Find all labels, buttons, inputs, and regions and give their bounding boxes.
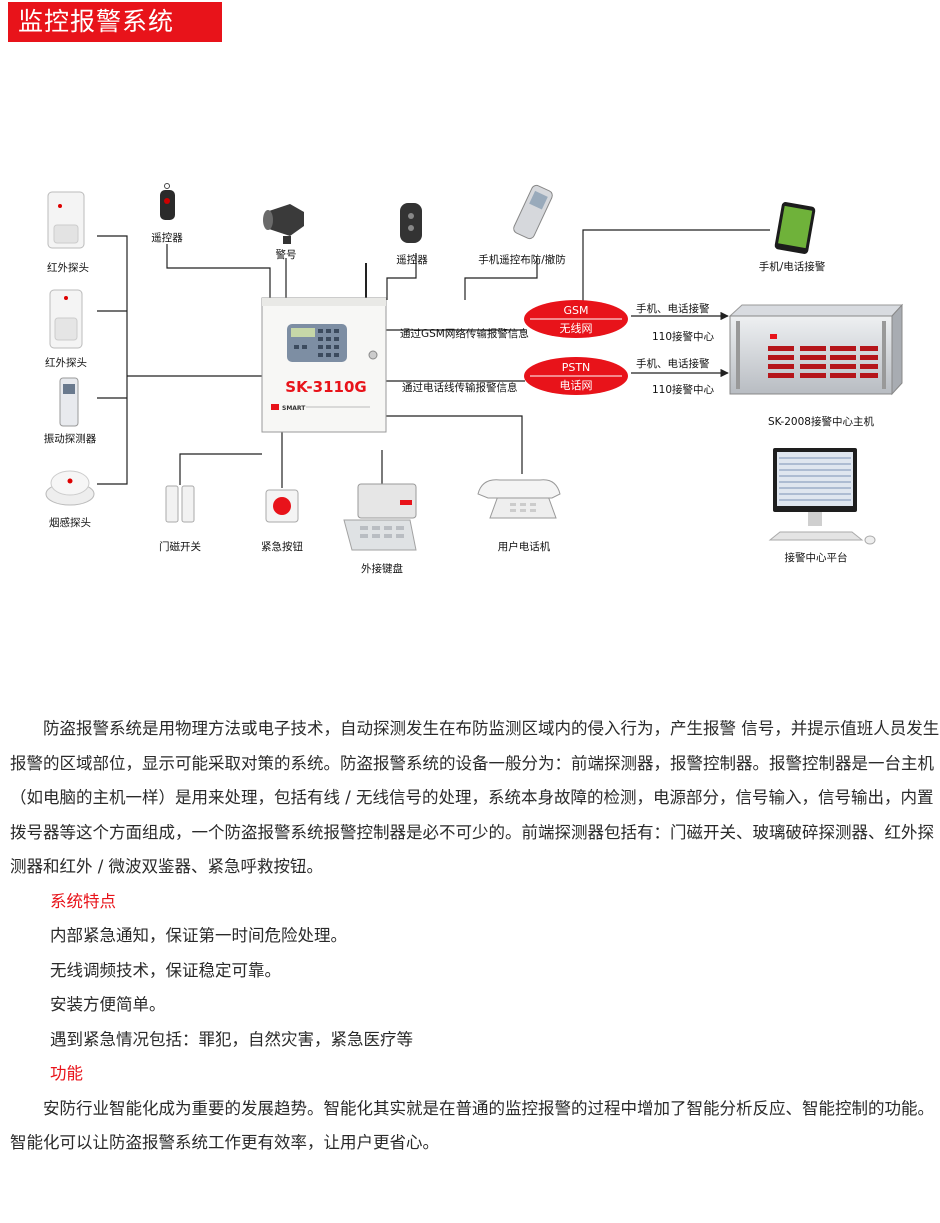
svg-text:烟感探头: 烟感探头 [49, 516, 91, 529]
svg-text:PSTN: PSTN [562, 361, 591, 374]
alarm-system-diagram: 红外探头 红外探头 振动探测器 烟感探头 遥控器 警号 遥控器 [44, 183, 904, 575]
svg-text:振动探测器: 振动探测器 [44, 432, 97, 445]
svg-text:无线网: 无线网 [560, 321, 593, 335]
feature-item: 无线调频技术，保证稳定可靠。 [50, 960, 281, 980]
page-title: 监控报警系统 [8, 2, 222, 42]
svg-text:门磁开关: 门磁开关 [159, 540, 201, 553]
svg-text:紧急按钮: 紧急按钮 [261, 540, 303, 553]
smoke-detector: 烟感探头 [45, 470, 95, 529]
svg-text:接警中心平台: 接警中心平台 [785, 551, 848, 564]
svg-text:SMART: SMART [282, 405, 306, 412]
alarm-center-host: SK-2008接警中心主机 [728, 303, 904, 428]
siren: 警号 [263, 204, 304, 261]
pstn-transfer-label: 通过电话线传输报警信息 [402, 381, 518, 394]
gsm-out-label-1: 手机、电话接警 [636, 302, 710, 315]
function-paragraph: 安防行业智能化成为重要的发展趋势。智能化其实就是在普通的监控报警的过程中增加了智… [10, 1098, 934, 1153]
alarm-center-platform: 接警中心平台 [768, 448, 876, 564]
vibration-detector: 振动探测器 [44, 377, 97, 445]
svg-text:手机遥控布防/撤防: 手机遥控布防/撤防 [478, 253, 566, 266]
svg-text:SK-2008接警中心主机: SK-2008接警中心主机 [768, 415, 874, 428]
svg-text:遥控器: 遥控器 [396, 253, 428, 266]
alarm-panel-sk3110g: SK-3110G SMART [261, 263, 387, 433]
feature-item: 内部紧急通知，保证第一时间危险处理。 [50, 926, 347, 945]
svg-text:红外探头: 红外探头 [45, 356, 87, 369]
gsm-network: GSM 无线网 [524, 300, 628, 338]
pstn-network: PSTN 电话网 [524, 357, 628, 395]
svg-text:GSM: GSM [564, 304, 589, 317]
svg-text:手机/电话接警: 手机/电话接警 [759, 260, 826, 273]
svg-text:红外探头: 红外探头 [47, 261, 89, 274]
pstn-out-label-2: 110接警中心 [652, 383, 715, 396]
svg-text:SK-3110G: SK-3110G [285, 378, 366, 396]
ir-detector-2: 红外探头 [45, 289, 87, 369]
gsm-out-label-2: 110接警中心 [652, 330, 715, 343]
smartphone: 手机/电话接警 [759, 202, 826, 273]
remote-control-1: 遥控器 [151, 183, 183, 244]
svg-text:遥控器: 遥控器 [151, 231, 183, 244]
features-heading: 系统特点 [50, 891, 116, 911]
svg-text:电话网: 电话网 [560, 379, 593, 392]
svg-text:用户电话机: 用户电话机 [498, 540, 551, 553]
user-telephone: 用户电话机 [477, 479, 561, 553]
gsm-transfer-label: 通过GSM网络传输报警信息 [400, 327, 529, 340]
external-keypad: 外接键盘 [343, 483, 417, 575]
svg-text:警号: 警号 [276, 248, 297, 261]
intro-paragraph: 防盗报警系统是用物理方法或电子技术，自动探测发生在布防监测区域内的侵入行为，产生… [10, 719, 940, 876]
ir-detector-1: 红外探头 [47, 191, 89, 274]
feature-item: 安装方便简单。 [50, 995, 166, 1014]
emergency-button: 紧急按钮 [261, 489, 303, 553]
pstn-out-label-1: 手机、电话接警 [636, 357, 710, 370]
svg-text:外接键盘: 外接键盘 [361, 562, 403, 575]
connection-lines [97, 229, 770, 488]
function-heading: 功能 [50, 1064, 83, 1083]
feature-item: 遇到紧急情况包括：罪犯，自然灾害，紧急医疗等 [50, 1029, 413, 1049]
door-magnetic-switch: 门磁开关 [159, 485, 201, 553]
mobile-phone-arm: 手机遥控布防/撤防 [478, 184, 566, 266]
description-text: 防盗报警系统是用物理方法或电子技术，自动探测发生在布防监测区域内的侵入行为，产生… [10, 712, 940, 1161]
remote-control-2: 遥控器 [396, 203, 428, 266]
